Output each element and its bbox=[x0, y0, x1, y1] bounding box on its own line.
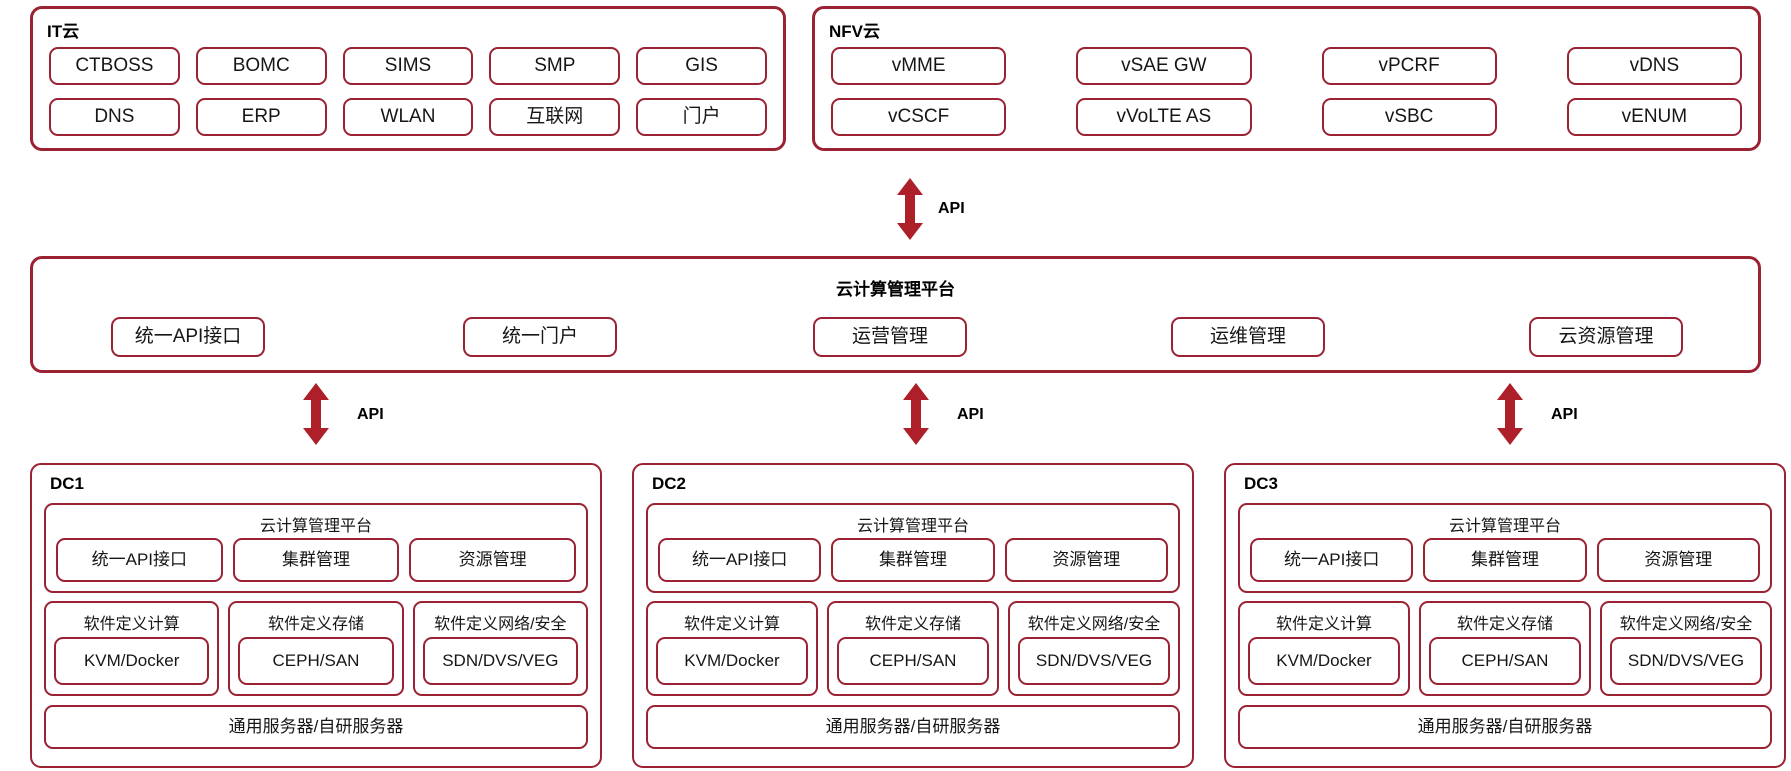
it-app-erp[interactable]: ERP bbox=[195, 98, 327, 136]
dc2-platform-title: 云计算管理平台 bbox=[856, 518, 969, 535]
dc2-software-defined-title-3: 软件定义网络/安全 bbox=[1027, 616, 1161, 633]
datacenter-dc1: DC1 云计算管理平台统一API接口集群管理资源管理软件定义计算 KVM/Docke… bbox=[30, 463, 602, 768]
datacenter-dc2: DC2 云计算管理平台统一API接口集群管理资源管理软件定义计算 KVM/Docke… bbox=[632, 463, 1194, 768]
dc2-platform-module-3[interactable]: 资源管理 bbox=[1004, 538, 1168, 582]
nfv-app-venum[interactable]: vENUM bbox=[1566, 98, 1742, 136]
dc3-software-defined-card-1: 软件定义计算 KVM/Docker bbox=[1238, 601, 1410, 696]
dc3-server-bar[interactable]: 通用服务器/自研服务器 bbox=[1238, 705, 1772, 749]
nfv-app-vdns[interactable]: vDNS bbox=[1566, 47, 1742, 85]
dc2-software-defined-title-1: 软件定义计算 bbox=[683, 616, 780, 633]
dc1-software-defined-tech-1[interactable]: KVM/Docker bbox=[54, 637, 210, 685]
dc2-software-defined-row: 软件定义计算 KVM/Docker 软件定义存储 CEPH/SAN 软件定义网络/安全 S… bbox=[646, 601, 1180, 696]
dc2-server-bar[interactable]: 通用服务器/自研服务器 bbox=[646, 705, 1180, 749]
dc3-software-defined-tech-3[interactable]: SDN/DVS/VEG bbox=[1610, 637, 1762, 685]
dc2-software-defined-card-1: 软件定义计算 KVM/Docker bbox=[646, 601, 818, 696]
dc1-software-defined-card-2: 软件定义存储 CEPH/SAN bbox=[228, 601, 404, 696]
dc3-software-defined-title-1: 软件定义计算 bbox=[1275, 616, 1372, 633]
dc3-software-defined-row: 软件定义计算 KVM/Docker 软件定义存储 CEPH/SAN 软件定义网络/安全 S… bbox=[1238, 601, 1772, 696]
api-arrow-dc2 bbox=[903, 383, 929, 445]
datacenter-dc3: DC3 云计算管理平台统一API接口集群管理资源管理软件定义计算 KVM/Docke… bbox=[1224, 463, 1786, 768]
dc2-platform-module-1[interactable]: 统一API接口 bbox=[658, 538, 822, 582]
dc3-software-defined-title-2: 软件定义存储 bbox=[1456, 616, 1553, 633]
dc2-platform-module-list: 统一API接口集群管理资源管理 bbox=[658, 538, 1168, 582]
platform-module-5[interactable]: 云资源管理 bbox=[1529, 317, 1683, 357]
dc3-platform-module-3[interactable]: 资源管理 bbox=[1596, 538, 1760, 582]
nfv-app-vsae-gw[interactable]: vSAE GW bbox=[1076, 47, 1252, 85]
dc3-software-defined-title-3: 软件定义网络/安全 bbox=[1619, 616, 1753, 633]
api-label-dc1: API bbox=[357, 406, 384, 423]
dc1-software-defined-title-1: 软件定义计算 bbox=[83, 616, 180, 633]
cloud-platform-container: 云计算管理平台 统一API接口 统一门户 运营管理 运维管理 云资源管理 bbox=[30, 256, 1761, 373]
api-label-top: API bbox=[938, 200, 965, 217]
dc1-platform-module-list: 统一API接口集群管理资源管理 bbox=[56, 538, 577, 582]
dc2-software-defined-card-2: 软件定义存储 CEPH/SAN bbox=[827, 601, 999, 696]
it-app-ctboss[interactable]: CTBOSS bbox=[49, 47, 180, 85]
dc3-software-defined-card-3: 软件定义网络/安全 SDN/DVS/VEG bbox=[1600, 601, 1772, 696]
dc2-platform-module-2[interactable]: 集群管理 bbox=[831, 538, 995, 582]
dc2-software-defined-title-2: 软件定义存储 bbox=[864, 616, 961, 633]
dc3-platform-module-list: 统一API接口集群管理资源管理 bbox=[1250, 538, 1760, 582]
nfv-cloud-title: NFV云 bbox=[829, 22, 880, 41]
dc3-software-defined-tech-1[interactable]: KVM/Docker bbox=[1248, 637, 1400, 685]
nfv-app-vvolte-as[interactable]: vVoLTE AS bbox=[1076, 98, 1252, 136]
dc3-title: DC3 bbox=[1244, 474, 1279, 493]
dc3-platform-module-2[interactable]: 集群管理 bbox=[1423, 538, 1587, 582]
it-cloud-container: IT云 CTBOSS BOMC SIMS SMP GIS DNS ERP WLAN 互联网门户 bbox=[30, 6, 786, 151]
it-app-bomc[interactable]: BOMC bbox=[195, 47, 327, 85]
dc1-platform-module-2[interactable]: 集群管理 bbox=[232, 538, 400, 582]
dc1-platform-title: 云计算管理平台 bbox=[259, 518, 372, 535]
platform-module-3[interactable]: 运营管理 bbox=[813, 317, 967, 357]
platform-module-4[interactable]: 运维管理 bbox=[1171, 317, 1325, 357]
dc3-software-defined-tech-2[interactable]: CEPH/SAN bbox=[1429, 637, 1581, 685]
dc3-platform-title: 云计算管理平台 bbox=[1448, 518, 1561, 535]
dc1-software-defined-title-2: 软件定义存储 bbox=[267, 616, 364, 633]
dc1-server-bar[interactable]: 通用服务器/自研服务器 bbox=[44, 705, 588, 749]
platform-module-1[interactable]: 统一API接口 bbox=[111, 317, 265, 357]
nfv-cloud-container: NFV云 vMME vSAE GW vPCRF vDNS vCSCF vVoLTE AS… bbox=[812, 6, 1761, 151]
nfv-app-vsbc[interactable]: vSBC bbox=[1321, 98, 1497, 136]
dc1-software-defined-tech-3[interactable]: SDN/DVS/VEG bbox=[422, 637, 578, 685]
dc2-software-defined-tech-3[interactable]: SDN/DVS/VEG bbox=[1018, 637, 1170, 685]
it-app-[interactable]: 互联网 bbox=[489, 98, 621, 136]
dc1-software-defined-card-3: 软件定义网络/安全 SDN/DVS/VEG bbox=[412, 601, 588, 696]
it-app-wlan[interactable]: WLAN bbox=[342, 98, 474, 136]
dc1-platform-module-1[interactable]: 统一API接口 bbox=[56, 538, 223, 582]
dc1-software-defined-tech-2[interactable]: CEPH/SAN bbox=[238, 637, 394, 685]
dc2-software-defined-tech-1[interactable]: KVM/Docker bbox=[656, 637, 808, 685]
dc1-platform-module-3[interactable]: 资源管理 bbox=[409, 538, 577, 582]
it-app-gis[interactable]: GIS bbox=[636, 47, 767, 85]
nfv-app-vmme[interactable]: vMME bbox=[831, 47, 1007, 85]
it-app-sims[interactable]: SIMS bbox=[342, 47, 474, 85]
dc2-software-defined-tech-2[interactable]: CEPH/SAN bbox=[837, 637, 989, 685]
dc1-software-defined-title-3: 软件定义网络/安全 bbox=[434, 616, 567, 633]
cloud-platform-title: 云计算管理平台 bbox=[836, 280, 955, 299]
dc1-software-defined-card-1: 软件定义计算 KVM/Docker bbox=[44, 601, 220, 696]
api-arrow-dc3 bbox=[1497, 383, 1523, 445]
nfv-app-vcscf[interactable]: vCSCF bbox=[831, 98, 1007, 136]
dc2-title: DC2 bbox=[652, 474, 687, 493]
it-cloud-title: IT云 bbox=[47, 22, 80, 41]
dc2-software-defined-card-3: 软件定义网络/安全 SDN/DVS/VEG bbox=[1008, 601, 1180, 696]
api-label-dc2: API bbox=[957, 406, 984, 423]
it-app-smp[interactable]: SMP bbox=[489, 47, 621, 85]
nfv-app-vpcrf[interactable]: vPCRF bbox=[1321, 47, 1497, 85]
dc1-platform-container: 云计算管理平台统一API接口集群管理资源管理 bbox=[44, 503, 588, 593]
api-arrow-dc1 bbox=[303, 383, 329, 445]
api-label-dc3: API bbox=[1551, 406, 1578, 423]
it-app-[interactable]: 门户 bbox=[636, 98, 767, 136]
dc3-platform-module-1[interactable]: 统一API接口 bbox=[1250, 538, 1414, 582]
it-app-dns[interactable]: DNS bbox=[49, 98, 180, 136]
api-arrow-top bbox=[897, 178, 923, 240]
dc3-software-defined-card-2: 软件定义存储 CEPH/SAN bbox=[1419, 601, 1591, 696]
dc2-platform-container: 云计算管理平台统一API接口集群管理资源管理 bbox=[646, 503, 1180, 593]
dc1-software-defined-row: 软件定义计算 KVM/Docker 软件定义存储 CEPH/SAN 软件定义网络/安全 S… bbox=[44, 601, 588, 696]
platform-module-2[interactable]: 统一门户 bbox=[463, 317, 617, 357]
dc1-title: DC1 bbox=[50, 474, 85, 493]
dc3-platform-container: 云计算管理平台统一API接口集群管理资源管理 bbox=[1238, 503, 1772, 593]
